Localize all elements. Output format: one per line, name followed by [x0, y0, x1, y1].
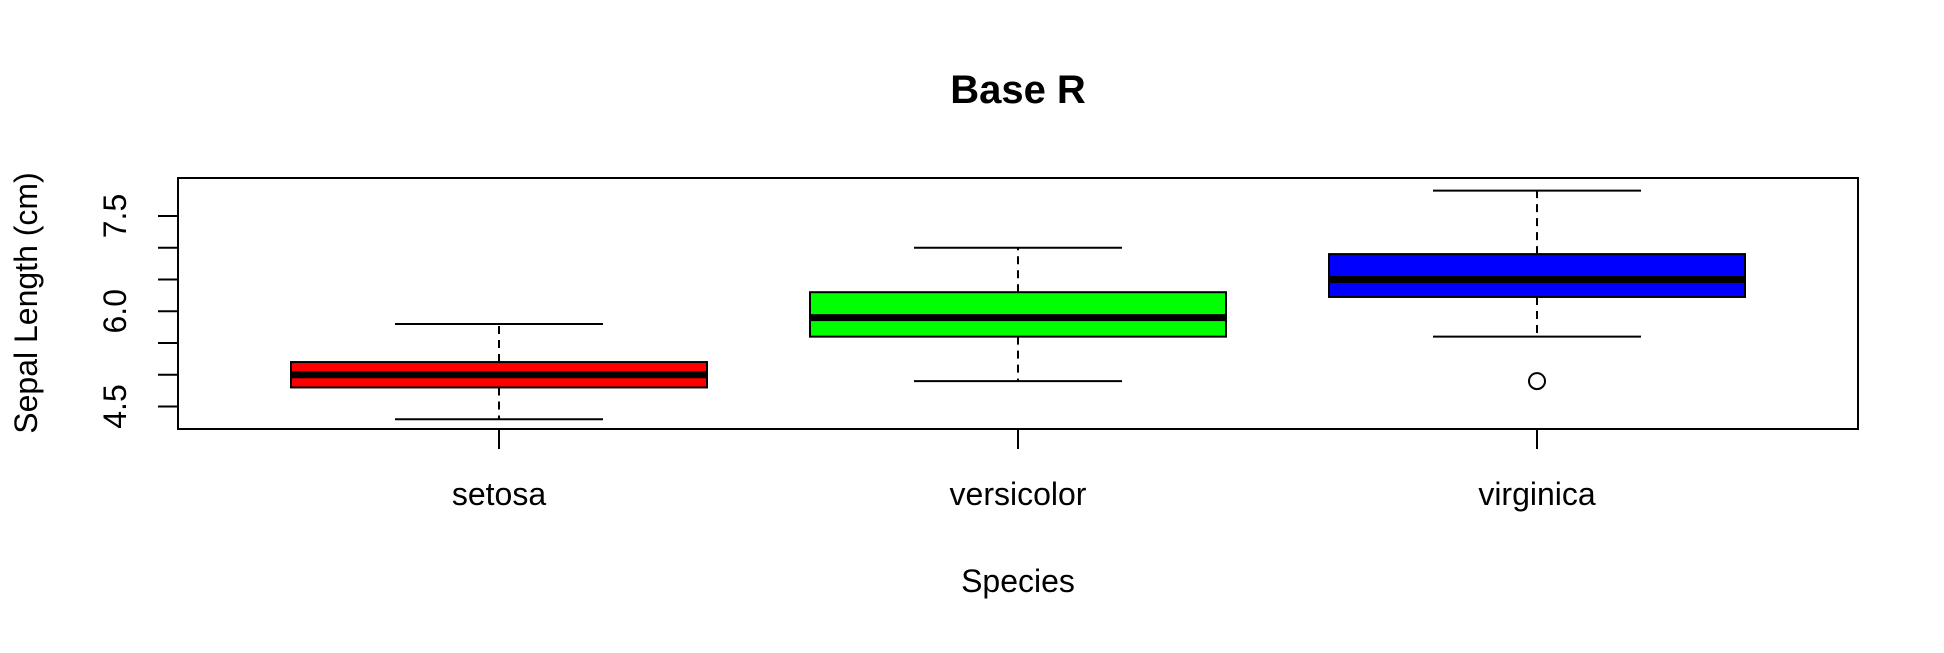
y-tick-label: 4.5: [97, 384, 133, 428]
x-tick-label: setosa: [452, 476, 546, 512]
plot-area: 4.5 6.0 7.5 setosa versicolor virginica: [97, 177, 1859, 512]
y-axis-title: Sepal Length (cm): [8, 172, 44, 433]
y-tick-label: 7.5: [97, 194, 133, 238]
outlier-point: [1528, 372, 1546, 391]
x-tick-label: virginica: [1478, 476, 1596, 512]
x-tick-label: versicolor: [950, 476, 1087, 512]
box-virginica: [1328, 253, 1746, 298]
x-axis-title: Species: [961, 563, 1075, 599]
chart-title: Base R: [950, 68, 1086, 112]
y-tick-label: 6.0: [97, 289, 133, 333]
